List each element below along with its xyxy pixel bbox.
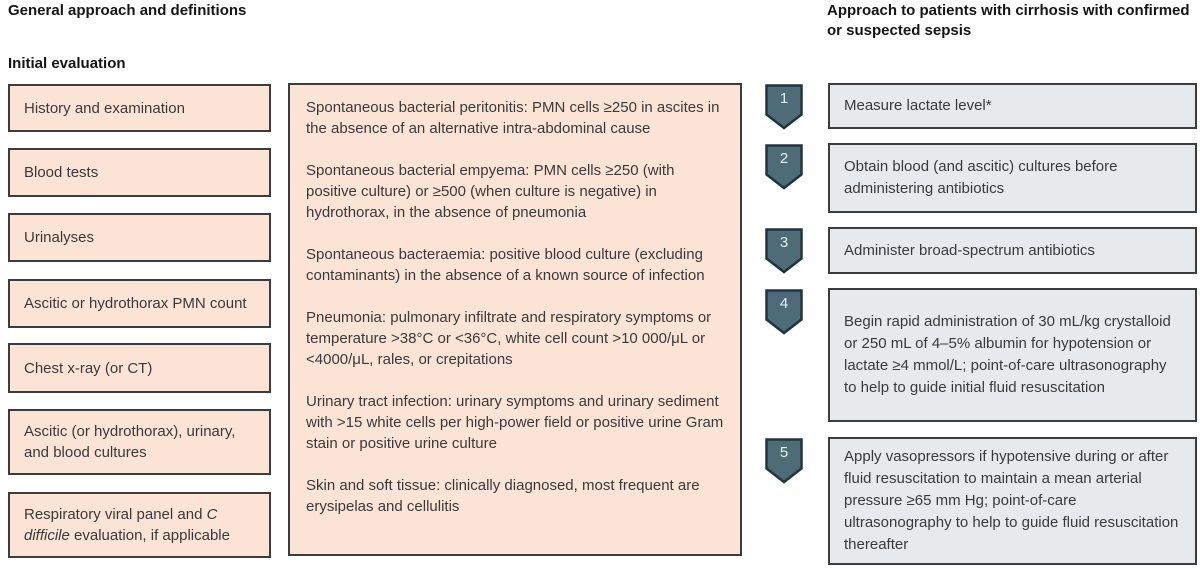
step-number: 4 [779, 295, 789, 312]
left-column-title: General approach and definitions [8, 2, 247, 19]
step-number: 2 [779, 150, 789, 167]
definition-skin-soft-tissue: Skin and soft tissue: clinically diagnos… [306, 477, 700, 515]
step-box-label: Administer broad-spectrum antibiotics [844, 241, 1095, 259]
definition-uti: Urinary tract infection: urinary symptom… [306, 393, 724, 452]
evaluation-box-label: Ascitic (or hydrothorax), urinary, and b… [24, 423, 236, 461]
step-badge-3: 3 [765, 228, 803, 274]
step-number: 5 [779, 444, 789, 461]
right-column-title: Approach to patients with cirrhosis with… [827, 2, 1190, 39]
step-box-antibiotics: Administer broad-spectrum antibiotics [828, 227, 1197, 274]
step-box-lactate: Measure lactate level* [828, 83, 1197, 129]
definitions-panel: Spontaneous bacterial peritonitis: PMN c… [288, 83, 742, 556]
step-box-fluid-resuscitation: Begin rapid administration of 30 mL/kg c… [828, 288, 1197, 422]
evaluation-box-label: History and examination [24, 99, 185, 117]
evaluation-box-cultures: Ascitic (or hydrothorax), urinary, and b… [8, 409, 271, 475]
definition-sbp: Spontaneous bacterial peritonitis: PMN c… [306, 99, 720, 137]
pentagon-badge-icon [765, 84, 803, 130]
evaluation-box-label: Blood tests [24, 164, 99, 181]
evaluation-box-pmn-count: Ascitic or hydrothorax PMN count [8, 279, 271, 328]
step-box-label: Apply vasopressors if hypotensive during… [844, 448, 1179, 553]
evaluation-box-label: Respiratory viral panel and C difficile … [24, 504, 259, 546]
evaluation-box-label: Ascitic or hydrothorax PMN count [24, 295, 247, 312]
initial-evaluation-heading: Initial evaluation [8, 55, 126, 72]
step-box-vasopressors: Apply vasopressors if hypotensive during… [828, 437, 1197, 565]
label-part-italic: C difficile [24, 506, 218, 544]
evaluation-box-chest-xray: Chest x-ray (or CT) [8, 343, 271, 393]
pentagon-badge-icon [765, 438, 803, 484]
step-badge-2: 2 [765, 144, 803, 190]
definition-bacteraemia: Spontaneous bacteraemia: positive blood … [306, 246, 705, 284]
step-box-label: Obtain blood (and ascitic) cultures befo… [844, 158, 1118, 197]
definition-pneumonia: Pneumonia: pulmonary infiltrate and resp… [306, 309, 712, 368]
step-box-label: Begin rapid administration of 30 mL/kg c… [844, 313, 1171, 396]
step-badge-1: 1 [765, 84, 803, 130]
step-number: 1 [779, 90, 789, 107]
evaluation-box-urinalyses: Urinalyses [8, 213, 271, 262]
step-number: 3 [779, 234, 789, 251]
pentagon-badge-icon [765, 289, 803, 335]
step-badge-4: 4 [765, 289, 803, 335]
step-box-cultures: Obtain blood (and ascitic) cultures befo… [828, 143, 1197, 213]
evaluation-box-label: Urinalyses [24, 229, 95, 246]
pentagon-badge-icon [765, 228, 803, 274]
pentagon-badge-icon [765, 144, 803, 190]
label-part: Respiratory viral panel and [24, 506, 203, 523]
evaluation-box-history: History and examination [8, 84, 271, 132]
label-part: evaluation, if applicable [74, 527, 230, 544]
definition-sbe: Spontaneous bacterial empyema: PMN cells… [306, 162, 675, 221]
step-badge-5: 5 [765, 438, 803, 484]
evaluation-box-blood-tests: Blood tests [8, 148, 271, 197]
evaluation-box-label: Chest x-ray (or CT) [24, 359, 153, 377]
step-box-label: Measure lactate level* [844, 97, 992, 114]
evaluation-box-respiratory-viral: Respiratory viral panel and C difficile … [8, 492, 271, 558]
